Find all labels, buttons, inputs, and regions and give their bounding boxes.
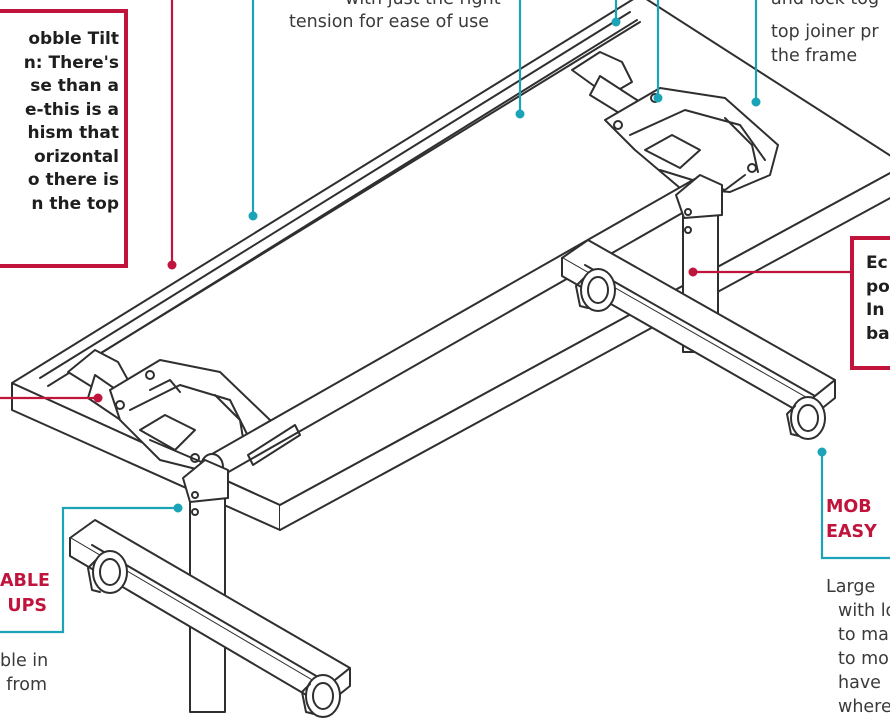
tension-line-1: with just the right: [345, 0, 501, 12]
tension-leader-dot-b: [515, 109, 525, 119]
joiner-line-1: and lock tog: [771, 0, 879, 12]
left-rear-caster: [301, 674, 341, 718]
mobile-body-line-4: to mo: [838, 649, 889, 669]
tilt-line-4: e-this is a: [24, 99, 119, 120]
left-foot: [69, 519, 351, 718]
mobile-body-line-5: have: [838, 673, 881, 693]
tilt-line-1: obble Tilt: [28, 29, 119, 49]
eco-line-3: In: [866, 300, 885, 320]
casters-leader-dot: [817, 447, 827, 457]
tilt-mechanism-callout: obble Tilt n: There's se than a e-this i…: [0, 9, 128, 268]
mobile-body-line-1: Large: [826, 577, 876, 597]
left-tilt-mechanism: [67, 349, 271, 471]
left-front-caster: [87, 550, 128, 594]
tilt-leader-dot: [167, 260, 177, 270]
joiner-leader-dot-a: [611, 17, 621, 27]
right-front-caster: [575, 268, 616, 312]
eco-line-1: Ec: [866, 253, 888, 273]
mobile-body-line-2: with lo: [838, 601, 890, 621]
stackable-heading-line-1: ABLE: [0, 571, 50, 591]
eco-line-4: ba: [866, 323, 890, 344]
mobile-heading-line-2: EASY: [826, 522, 877, 542]
stackable-heading-line-2: UPS: [7, 596, 47, 616]
right-tilt-mechanism: [571, 51, 779, 193]
tilt-line-7: o there is: [27, 170, 119, 190]
casters-leader-line: [820, 452, 890, 560]
tilt-line-5: hism that: [27, 123, 119, 143]
stackable-body-line-2: from: [6, 675, 47, 695]
joiner-leader-dot-c: [751, 97, 761, 107]
eco-leader-dot: [688, 267, 698, 277]
table-top: [11, 0, 890, 531]
tilt-line-2: n: There's: [23, 52, 119, 73]
tension-line-2: tension for ease of use: [289, 12, 490, 32]
mobile-heading-line-1: MOB: [826, 497, 872, 517]
right-rear-caster: [786, 396, 826, 440]
joiner-line-3: the frame: [771, 46, 858, 66]
right-foot: [561, 239, 836, 440]
joiner-line-2: top joiner pr: [771, 22, 879, 42]
eco-callout: Ec po In ba: [850, 236, 890, 370]
joiner-leader-dot-b: [653, 93, 663, 103]
left-mechanism-leader-dot: [93, 393, 103, 403]
mobile-body-line-3: to ma: [838, 625, 889, 645]
mobile-body-line-6: where: [838, 697, 890, 717]
stackable-body-line-1: ble in: [0, 651, 49, 671]
stackable-leader-line: [0, 506, 178, 634]
eco-line-2: po: [866, 276, 890, 297]
tilt-line-3: se than a: [30, 76, 119, 96]
tilt-line-8: n the top: [31, 193, 119, 214]
tilt-line-6: orizontal: [34, 146, 119, 167]
tension-leader-dot-a: [248, 211, 258, 221]
stackable-leader-dot: [173, 503, 183, 513]
